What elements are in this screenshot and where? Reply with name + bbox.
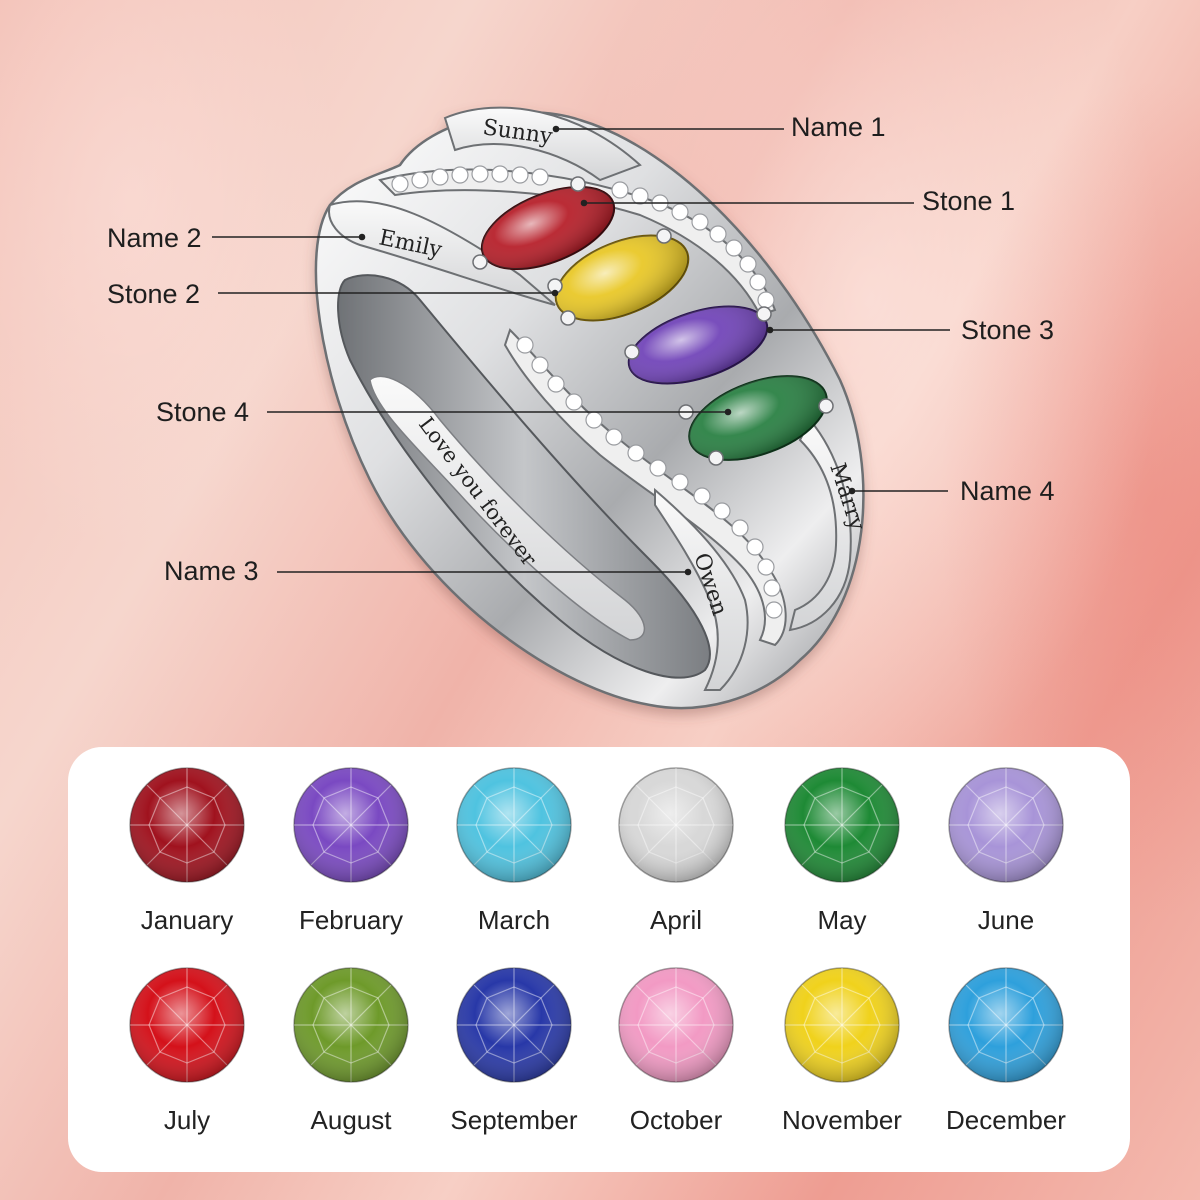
birthstone-august: August <box>266 965 436 1133</box>
month-label: January <box>140 905 234 935</box>
stone-4 <box>688 375 828 461</box>
alexandrite-gem-icon <box>948 767 1064 883</box>
month-label: June <box>977 905 1035 935</box>
month-label: April <box>649 905 702 935</box>
birthstone-april: April <box>591 765 761 933</box>
birthstone-june: June <box>921 765 1091 933</box>
ring-illustration: Sunny Emily Love you forever Owen Marry <box>212 106 950 710</box>
birthstone-july: July <box>102 965 272 1133</box>
month-label: October <box>629 1105 723 1135</box>
tourmaline-gem-icon <box>618 967 734 1083</box>
birthstone-december: December <box>921 965 1091 1133</box>
pave-stones-lower <box>516 336 783 619</box>
birthstone-march: March <box>429 765 599 933</box>
prongs <box>472 176 834 466</box>
birthstone-october: October <box>591 965 761 1133</box>
garnet-gem-icon <box>129 767 245 883</box>
birthstone-november: November <box>757 965 927 1133</box>
amethyst-gem-icon <box>293 767 409 883</box>
callout-name3: Name 3 <box>164 556 259 586</box>
callout-lines <box>212 125 950 576</box>
month-label: May <box>817 905 867 935</box>
emerald-gem-icon <box>784 767 900 883</box>
diamond-gem-icon <box>618 767 734 883</box>
callout-stone1: Stone 1 <box>922 186 1016 216</box>
month-label: February <box>298 905 404 935</box>
birthstone-may: May <box>757 765 927 933</box>
callout-stone2: Stone 2 <box>107 279 201 309</box>
birthstone-january: January <box>102 765 272 933</box>
month-label: July <box>163 1105 211 1135</box>
ruby-gem-icon <box>129 967 245 1083</box>
callout-stone4: Stone 4 <box>156 397 250 427</box>
stone-1 <box>480 185 616 271</box>
sapphire-gem-icon <box>456 967 572 1083</box>
birthstone-february: February <box>266 765 436 933</box>
callout-name4: Name 4 <box>960 476 1055 506</box>
month-label: March <box>477 905 551 935</box>
stone-3 <box>627 305 769 385</box>
birthstone-september: September <box>429 965 599 1133</box>
topaz-gem-icon <box>784 967 900 1083</box>
callout-name2: Name 2 <box>107 223 202 253</box>
month-label: December <box>946 1105 1066 1135</box>
month-label: August <box>310 1105 392 1135</box>
month-label: September <box>450 1105 578 1135</box>
callout-name1: Name 1 <box>791 112 886 142</box>
month-label: November <box>782 1105 902 1135</box>
callout-stone3: Stone 3 <box>961 315 1055 345</box>
zircon-gem-icon <box>948 967 1064 1083</box>
aquamarine-gem-icon <box>456 767 572 883</box>
peridot-gem-icon <box>293 967 409 1083</box>
stone-2 <box>554 234 690 322</box>
